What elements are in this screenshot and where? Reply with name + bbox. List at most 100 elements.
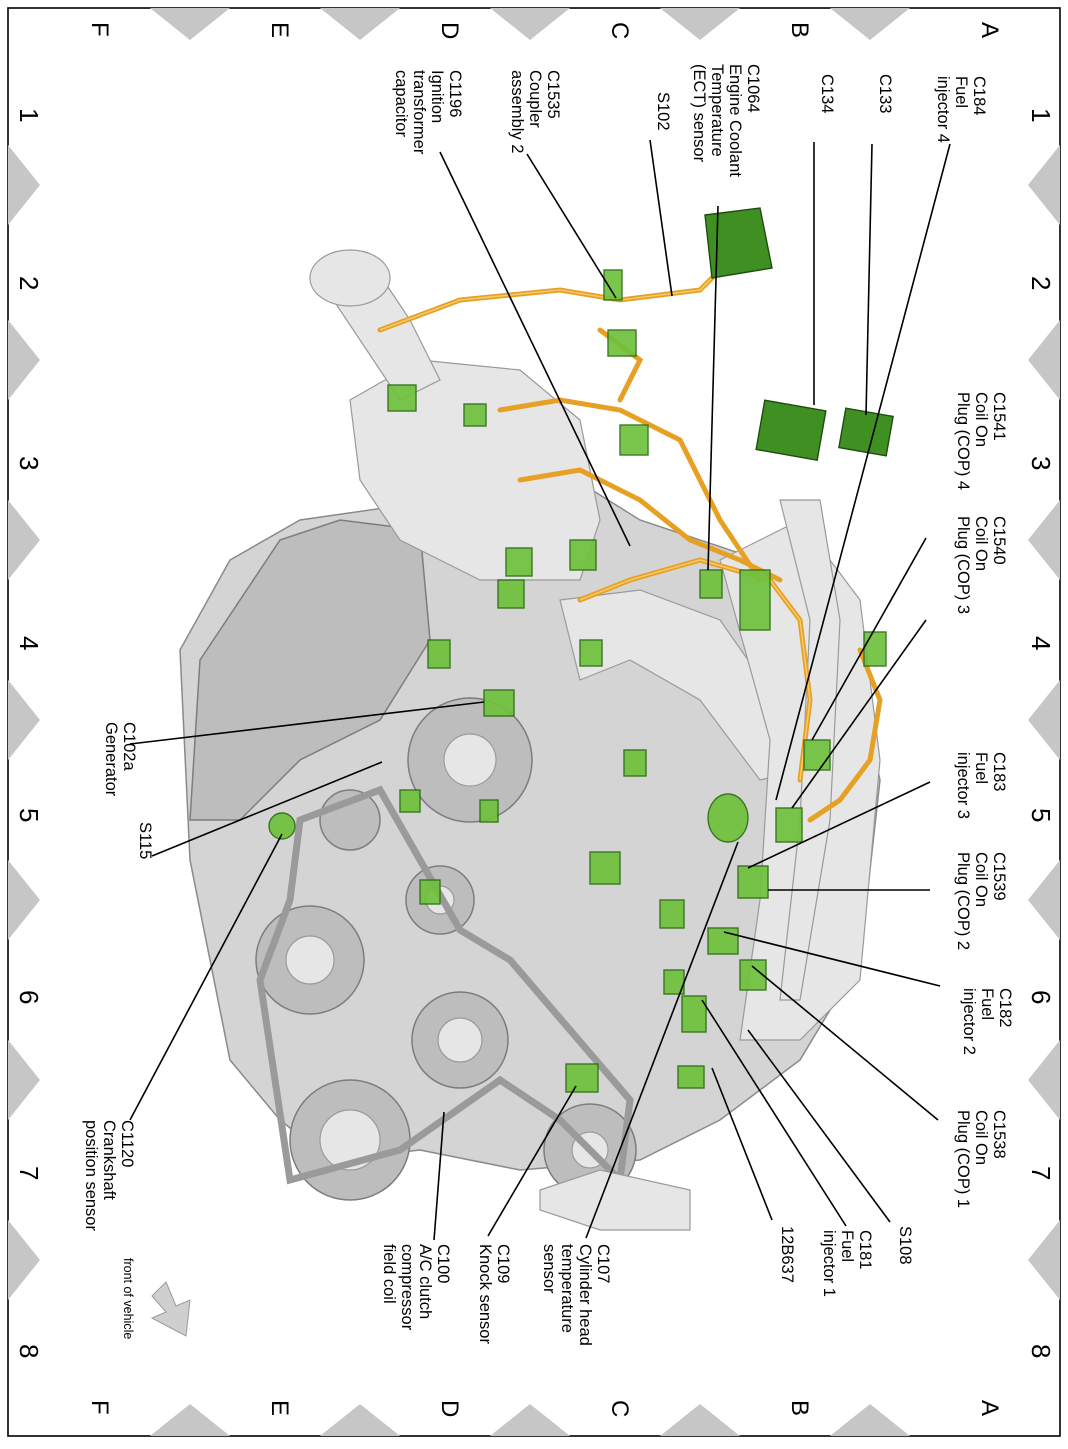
border-triangle-right-2 [1028, 320, 1060, 400]
border-triangle-left-1 [8, 145, 40, 225]
border-triangle-right-4 [1028, 680, 1060, 760]
callout-c182-line-3: injector 2 [960, 988, 978, 1055]
callout-c100-line-2: A/C clutch [416, 1244, 434, 1319]
border-triangle-right-5 [1028, 860, 1060, 940]
callout-c1538-line-2: Coil On [972, 1110, 990, 1165]
callout-c1541-line-3: Plug (COP) 4 [954, 392, 972, 490]
callout-c107-line-3: temperature [558, 1244, 576, 1333]
callout-c1541-line-1: C1541 [990, 392, 1008, 441]
grid-number-3-top: 3 [1026, 456, 1056, 470]
callout-c107-line-1: C107 [594, 1244, 612, 1283]
callout-c1196-line-1: C1196 [446, 70, 464, 117]
leader-c184 [775, 143, 951, 801]
callout-c182: C182 Fuel injector 2 [960, 988, 1014, 1055]
leader-lines [129, 139, 951, 1241]
callout-c1064-line-2: Engine Coolant [726, 64, 744, 177]
border-triangle-top-5 [830, 8, 910, 40]
callout-c1196-line-2: Ignition [428, 70, 446, 123]
callout-labels: C184 Fuel injector 4 C133 C134 C1064 Eng… [82, 64, 1014, 1346]
connector-upper-right-2 [739, 569, 771, 631]
connector-c1064-sensor [699, 569, 723, 599]
leader-c183 [747, 781, 931, 869]
border-triangle-left-3 [8, 500, 40, 580]
callout-c107-line-4: sensor [540, 1244, 558, 1294]
connector-mid-1 [569, 539, 597, 571]
callout-c1064-line-3: Temperature [708, 64, 726, 157]
grid-letter-b-right: B [786, 1400, 813, 1416]
leader-c1120 [129, 833, 283, 1121]
callout-c1539-line-1: C1539 [990, 852, 1008, 901]
grid-number-3-bottom: 3 [14, 456, 44, 470]
leader-c1540 [791, 619, 927, 809]
callout-s108: S108 [896, 1226, 914, 1265]
connector-c107-body [589, 851, 621, 885]
border-triangle-top-4 [660, 8, 740, 40]
callout-c1064: C1064 Engine Coolant Temperature (ECT) s… [690, 64, 762, 177]
generator-pulley [443, 733, 497, 787]
callout-c183-line-1: C183 [990, 752, 1008, 791]
callout-12b637: 12B637 [778, 1226, 796, 1283]
callout-c107-line-2: Cylinder head [576, 1244, 594, 1346]
leader-12b637 [711, 1067, 773, 1221]
border-triangle-top-2 [320, 8, 400, 40]
grid-letter-f-left: F [86, 22, 113, 37]
harness-branch-5 [807, 647, 883, 823]
connector-mid-3 [579, 639, 603, 667]
callout-c1120-line-3: position sensor [82, 1120, 100, 1231]
border-triangle-right-1 [1028, 145, 1060, 225]
callout-c102a-line-2: Generator [102, 722, 120, 797]
callout-c107: C107 Cylinder head temperature sensor [540, 1244, 612, 1346]
callout-s102: S102 [654, 92, 672, 131]
callout-c1535-line-3: assembly 2 [508, 70, 526, 153]
callout-c1538: C1538 Coil On Plug (COP) 1 [954, 1110, 1008, 1208]
grid-number-8-bottom: 8 [14, 1344, 44, 1358]
connectors [268, 207, 894, 1093]
grid-number-6-top: 6 [1026, 990, 1056, 1004]
grid-number-4-bottom: 4 [14, 636, 44, 650]
border-triangle-left-2 [8, 320, 40, 400]
thermostat-housing [539, 1169, 691, 1231]
border-triangle-top-3 [490, 8, 570, 40]
grid-numbers: 1 2 3 4 5 6 7 8 1 2 3 4 5 6 7 8 [14, 108, 1056, 1358]
callout-c184-line-2: Fuel [952, 76, 970, 108]
connector-c182-body [707, 927, 739, 955]
callout-c134-line-1: C134 [818, 74, 836, 113]
callout-c1120: C1120 Crankshaft position sensor [82, 1120, 136, 1231]
callout-c1539-line-2: Coil On [972, 852, 990, 907]
connector-c102a-body [483, 689, 515, 717]
connector-c1539-body [737, 865, 769, 899]
callout-s115: S115 [136, 822, 154, 859]
callout-c182-line-1: C182 [996, 988, 1014, 1027]
connector-lower-4 [399, 789, 421, 813]
leader-c1538 [751, 965, 939, 1121]
grid-letter-e-left: E [266, 22, 293, 38]
connector-exhaust-2 [463, 403, 487, 427]
connector-c183-body [707, 793, 749, 843]
callout-c184-line-3: injector 4 [934, 76, 952, 143]
grid-letter-c-right: C [606, 1400, 633, 1417]
callout-c1538-line-3: Plug (COP) 1 [954, 1110, 972, 1208]
callout-c100-line-1: C100 [434, 1244, 452, 1283]
leader-c100 [433, 1111, 445, 1241]
crankshaft-pulley-hub [319, 1109, 381, 1171]
connector-mid-4 [623, 749, 647, 777]
connector-lower-1 [659, 899, 685, 929]
callout-c1120-line-1: C1120 [118, 1120, 136, 1167]
grid-letter-f-right: F [86, 1400, 113, 1415]
leader-c1541 [811, 537, 927, 741]
connector-upper-right-1 [863, 631, 887, 667]
callout-c1538-line-1: C1538 [990, 1110, 1008, 1159]
callout-c109-line-2: Knock sensor [476, 1244, 494, 1344]
orientation-indicator: front of vehicle [121, 1258, 191, 1339]
border-triangle-bottom-1 [150, 1404, 230, 1436]
connector-c1535-body [607, 329, 637, 357]
border-triangle-right-7 [1028, 1220, 1060, 1300]
border-triangle-left-4 [8, 680, 40, 760]
callout-c181-line-2: Fuel [838, 1230, 856, 1262]
callout-c1540-line-3: Plug (COP) 3 [954, 516, 972, 614]
harness-branch-2 [497, 397, 763, 583]
border-triangle-bottom-4 [660, 1404, 740, 1436]
connector-exhaust-4 [497, 579, 525, 609]
